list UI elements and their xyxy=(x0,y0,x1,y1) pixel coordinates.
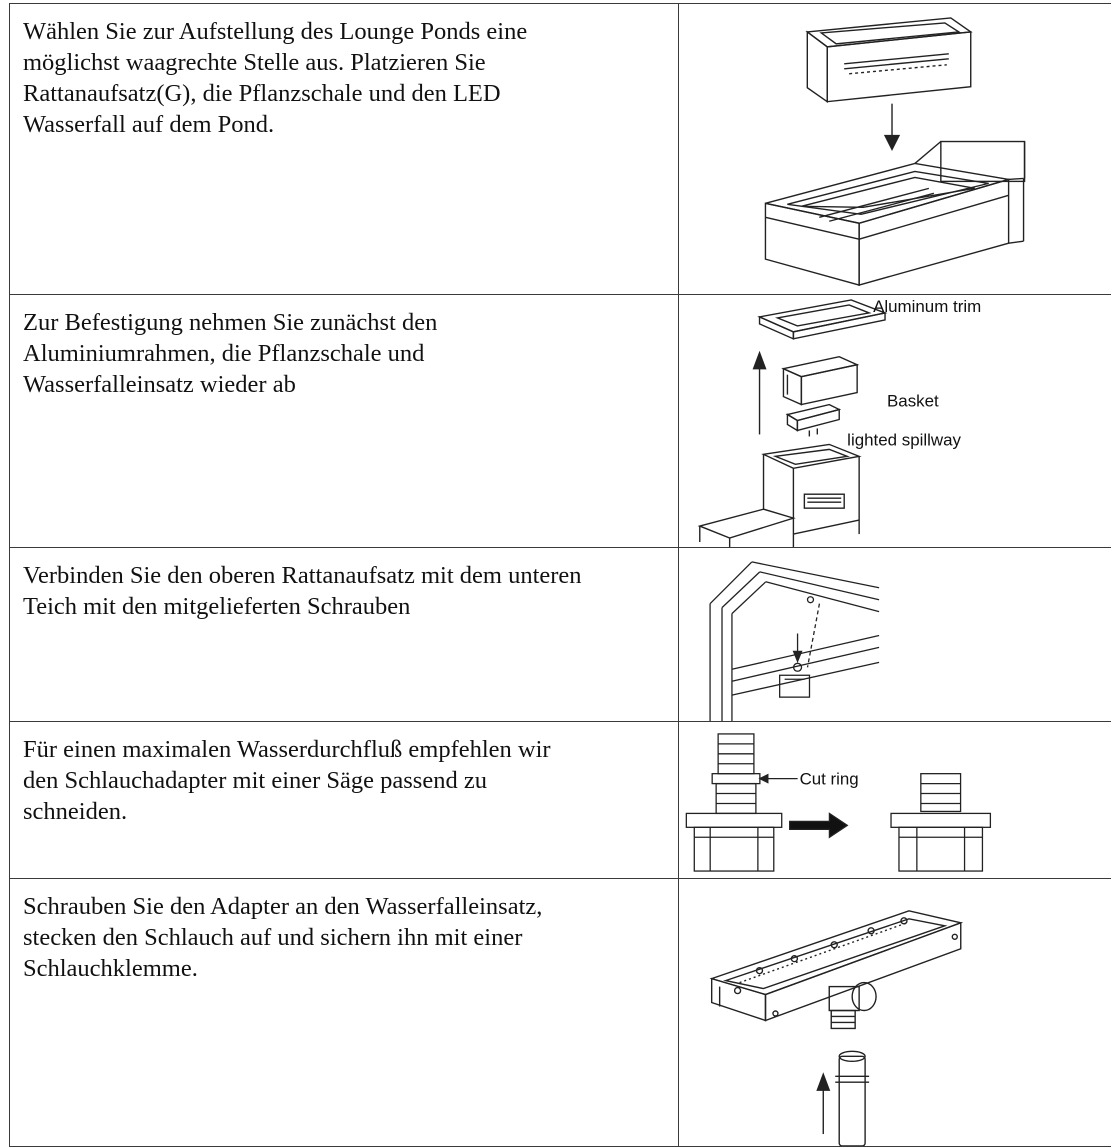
exploded-parts-drawing: Aluminum trim Basket lighted spillway xyxy=(679,295,1111,547)
step-5-figure-cell xyxy=(678,878,1111,1147)
step-row-1: Wählen Sie zur Aufstellung des Lounge Po… xyxy=(9,3,1111,295)
step-row-2: Zur Befestigung nehmen Sie zunächst den … xyxy=(9,294,1111,548)
label-basket: Basket xyxy=(887,392,939,411)
instruction-table: Wählen Sie zur Aufstellung des Lounge Po… xyxy=(9,3,1111,1147)
spillway-hose-drawing xyxy=(679,879,1111,1146)
step-row-4: Für einen maximalen Wasserdurchfluß empf… xyxy=(9,721,1111,879)
step-1-text-cell: Wählen Sie zur Aufstellung des Lounge Po… xyxy=(9,3,679,295)
pond-assembly-drawing xyxy=(679,4,1111,294)
hose-adapter-cut-drawing: Cut ring xyxy=(679,722,1111,878)
step-4-text-cell: Für einen maximalen Wasserdurchfluß empf… xyxy=(9,721,679,879)
step-3-figure-cell xyxy=(678,547,1111,722)
label-aluminum-trim: Aluminum trim xyxy=(873,297,981,316)
step-1-figure-cell xyxy=(678,3,1111,295)
step-2-text: Zur Befestigung nehmen Sie zunächst den … xyxy=(23,309,438,398)
step-3-text: Verbinden Sie den oberen Rattanaufsatz m… xyxy=(23,562,582,620)
label-cut-ring: Cut ring xyxy=(800,770,859,789)
step-row-5: Schrauben Sie den Adapter an den Wasserf… xyxy=(9,878,1111,1147)
step-4-text: Für einen maximalen Wasserdurchfluß empf… xyxy=(23,736,551,825)
step-1-text: Wählen Sie zur Aufstellung des Lounge Po… xyxy=(23,18,528,138)
label-lighted-spillway: lighted spillway xyxy=(847,430,961,449)
step-2-figure-cell: Aluminum trim Basket lighted spillway xyxy=(678,294,1111,548)
step-3-text-cell: Verbinden Sie den oberen Rattanaufsatz m… xyxy=(9,547,679,722)
step-row-3: Verbinden Sie den oberen Rattanaufsatz m… xyxy=(9,547,1111,722)
screw-connection-drawing xyxy=(679,548,1111,721)
step-5-text-cell: Schrauben Sie den Adapter an den Wasserf… xyxy=(9,878,679,1147)
step-4-figure-cell: Cut ring xyxy=(678,721,1111,879)
step-5-text: Schrauben Sie den Adapter an den Wasserf… xyxy=(23,893,543,982)
step-2-text-cell: Zur Befestigung nehmen Sie zunächst den … xyxy=(9,294,679,548)
